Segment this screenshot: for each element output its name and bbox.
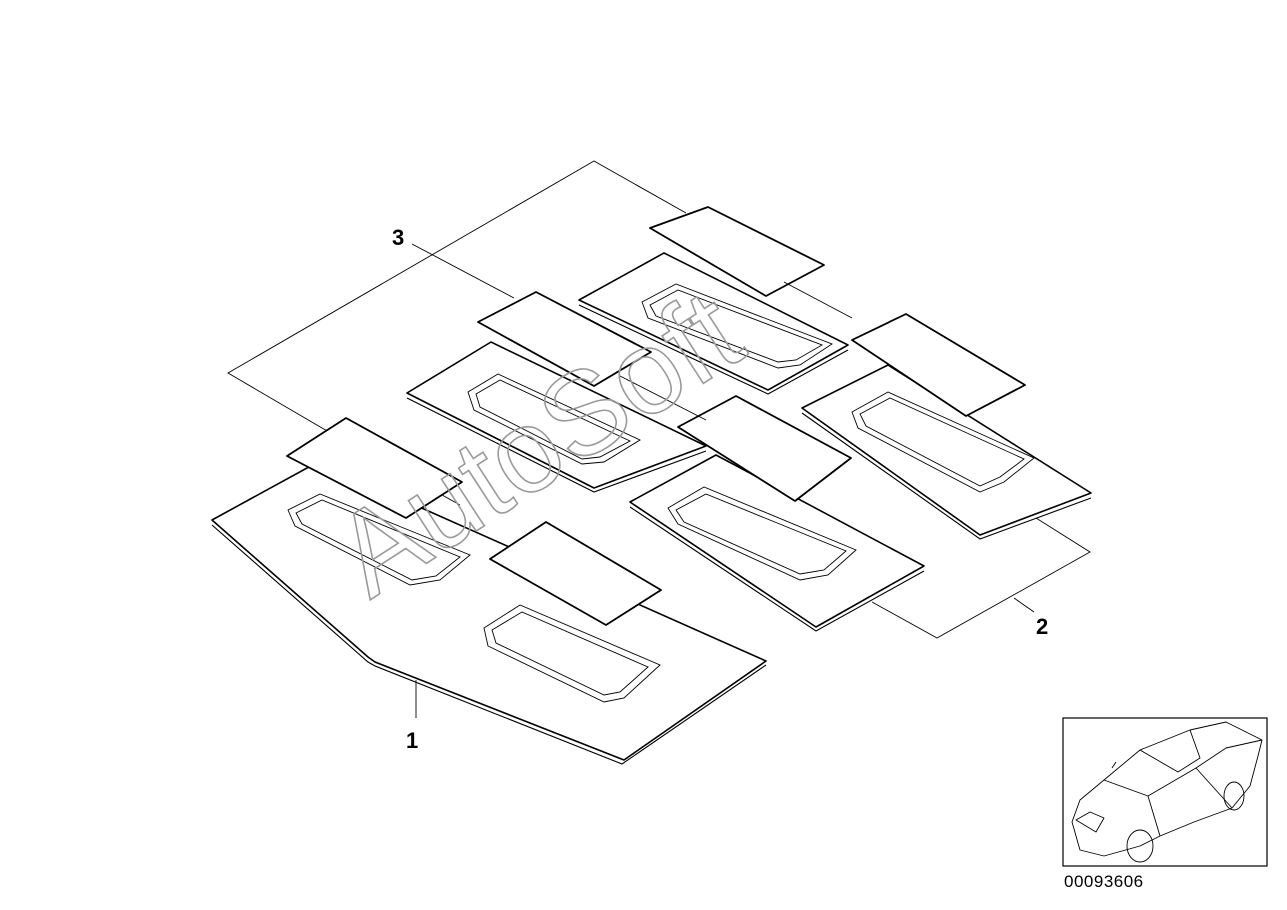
leader-3	[411, 243, 515, 299]
group-bracket-3	[227, 160, 687, 429]
mat-rear-right-pad	[851, 313, 1026, 417]
front-mat-pad-right	[489, 521, 662, 626]
leader-2	[1013, 597, 1035, 613]
mat-rear-top-pad	[649, 206, 825, 297]
front-mat-pad-left	[286, 417, 463, 519]
callout-3: 3	[392, 225, 404, 250]
mat-middle-left	[406, 341, 707, 493]
mat-middle-center-pad	[677, 395, 852, 502]
car-thumbnail	[1062, 717, 1268, 867]
mat-rear-right	[801, 364, 1092, 540]
bracket-link-top	[783, 281, 853, 319]
callout-1: 1	[406, 728, 418, 753]
car-thumbnail-icon	[1071, 721, 1263, 863]
group-bracket-2	[871, 517, 1091, 639]
leader-3-ext	[619, 375, 707, 421]
mat-middle-center	[629, 454, 925, 632]
diagram-code: 00093606	[1064, 872, 1144, 891]
callout-2: 2	[1036, 614, 1048, 639]
mat-middle-left-pad	[477, 291, 652, 387]
mat-rear-top	[578, 252, 849, 395]
